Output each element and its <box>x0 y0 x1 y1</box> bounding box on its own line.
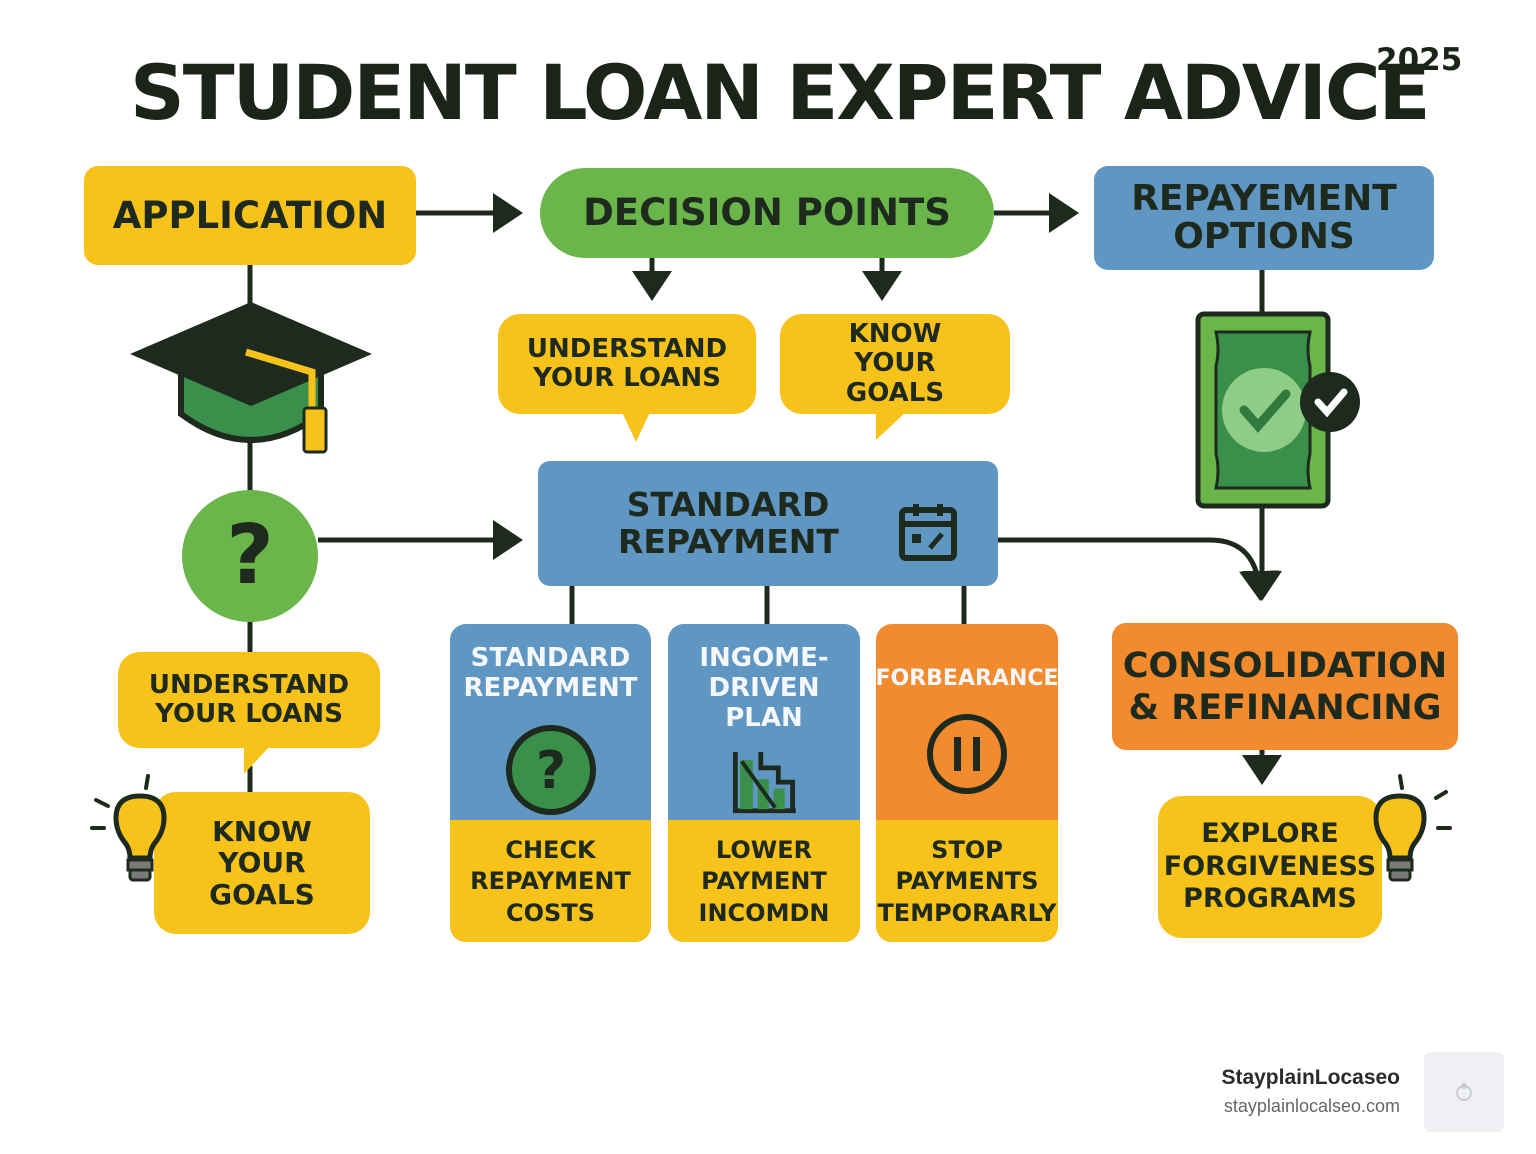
brand-block: StayplainLocaseo stayplainlocalseo.com <box>1221 1066 1400 1117</box>
card-heading: INGOME-DRIVEN PLAN <box>699 643 829 733</box>
money-check-icon <box>1195 311 1360 509</box>
page-title: STUDENT LOAN EXPERT ADVICE <box>130 48 1431 137</box>
graduation-cap-icon <box>130 302 372 454</box>
know-goals-left-label: KNOW YOUR GOALS <box>209 814 315 911</box>
standard-repayment-label: STANDARD REPAYMENT <box>618 484 839 561</box>
declining-chart-icon <box>732 751 796 813</box>
card-detail: CHECK REPAYMENT COSTS <box>450 820 651 942</box>
brand-url[interactable]: stayplainlocalseo.com <box>1223 1096 1400 1116</box>
question-mark-icon: ? <box>226 508 274 604</box>
lightbulb-icon <box>90 774 167 882</box>
decision-points-label: DECISION POINTS <box>583 191 951 235</box>
income-driven-plan-card: INGOME-DRIVEN PLAN LOWER PAYMENT INCOMDN <box>668 624 860 942</box>
svg-text:?: ? <box>535 741 565 801</box>
know-goals-left-box: KNOW YOUR GOALS <box>154 792 370 934</box>
bubble-tail <box>876 412 906 440</box>
brand-logo-icon <box>1424 1052 1504 1132</box>
explore-forgiveness-box: EXPLORE FORGIVENESS PROGRAMS <box>1158 796 1382 938</box>
repayment-options-node: REPAYEMENT OPTIONS <box>1094 166 1434 270</box>
question-circle-icon: ? <box>505 724 596 815</box>
standard-repayment-node: STANDARD REPAYMENT <box>538 461 998 586</box>
year-label: 2025 <box>1376 42 1463 78</box>
card-detail: STOP PAYMENTS TEMPORARLY <box>876 820 1058 942</box>
decision-points-node: DECISION POINTS <box>540 168 994 258</box>
calendar-icon <box>899 504 957 561</box>
understand-loans-label: UNDERSTAND YOUR LOANS <box>526 333 728 393</box>
understand-loans-bubble: UNDERSTAND YOUR LOANS <box>498 314 756 414</box>
card-heading: FORBEARANCE <box>876 666 1058 691</box>
repayment-options-label: REPAYEMENT OPTIONS <box>1131 178 1397 257</box>
standard-repayment-card: STANDARD REPAYMENT ? CHECK REPAYMENT COS… <box>450 624 651 942</box>
know-goals-bubble: KNOW YOUR GOALS <box>780 314 1010 414</box>
explore-forgiveness-label: EXPLORE FORGIVENESS PROGRAMS <box>1163 818 1377 915</box>
forbearance-card: FORBEARANCE STOP PAYMENTS TEMPORARLY <box>876 624 1058 942</box>
consolidation-label: CONSOLIDATION & REFINANCING <box>1122 645 1448 728</box>
card-heading: STANDARD REPAYMENT <box>463 643 638 703</box>
consolidation-node: CONSOLIDATION & REFINANCING <box>1112 623 1458 750</box>
lightbulb-icon <box>1373 774 1452 882</box>
know-goals-label: KNOW YOUR GOALS <box>845 319 945 408</box>
question-circle-node: ? <box>182 490 318 622</box>
application-node: APPLICATION <box>84 166 416 265</box>
pause-icon <box>927 714 1007 795</box>
understand-loans-left-bubble: UNDERSTAND YOUR LOANS <box>118 652 380 748</box>
application-label: APPLICATION <box>112 193 388 237</box>
card-detail: LOWER PAYMENT INCOMDN <box>668 820 860 942</box>
bubble-tail <box>622 412 650 442</box>
bubble-tail <box>244 746 270 774</box>
brand-name: StayplainLocaseo <box>1221 1066 1400 1089</box>
understand-loans-left-label: UNDERSTAND YOUR LOANS <box>148 669 350 729</box>
